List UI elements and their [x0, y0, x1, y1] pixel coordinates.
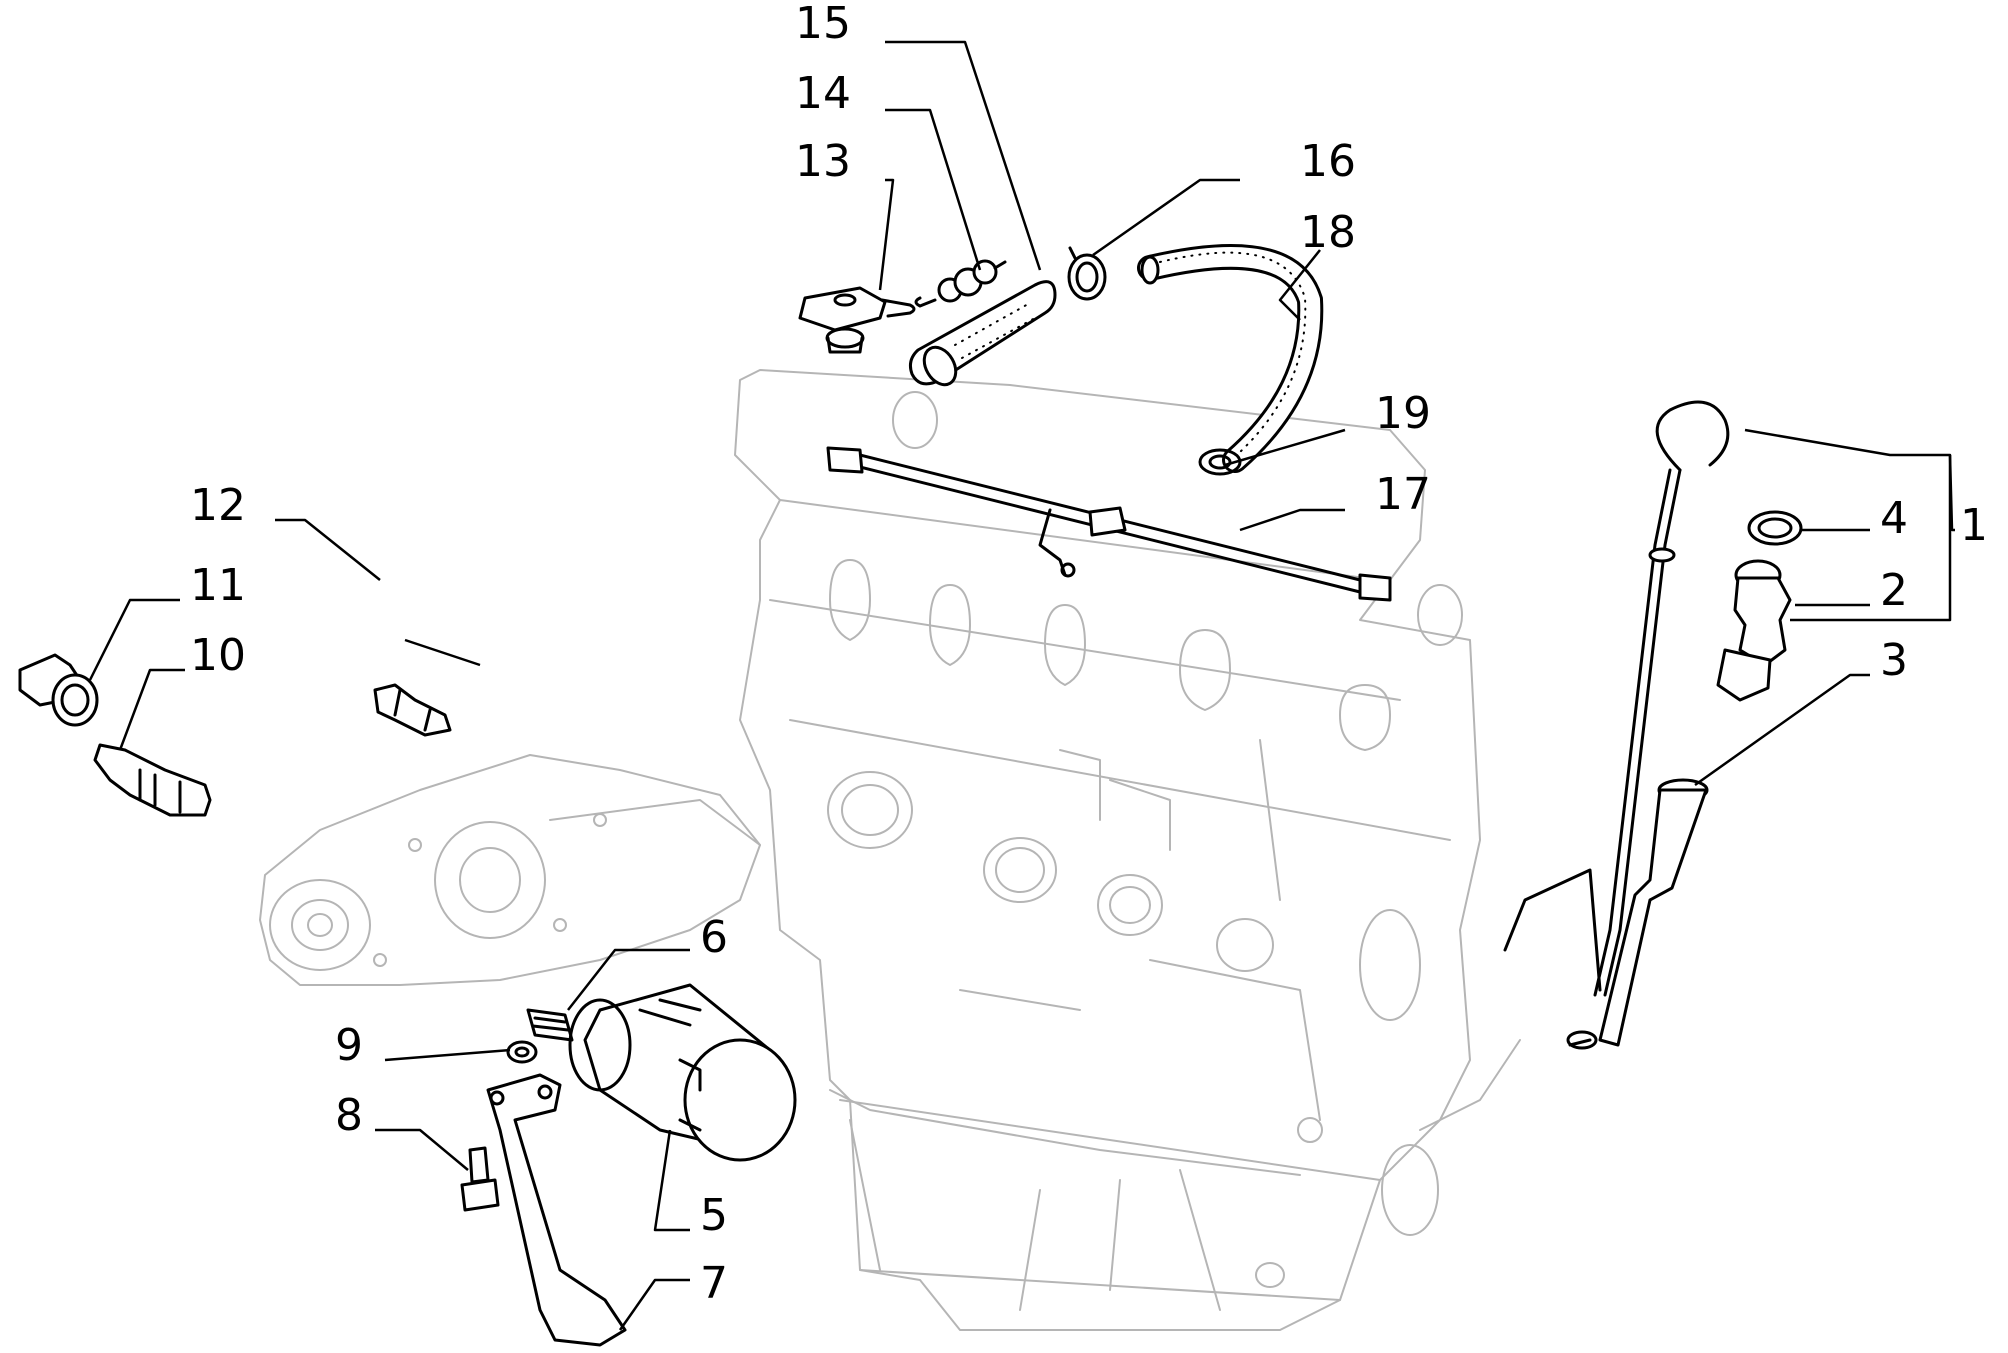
callout-17: 17 — [1375, 469, 1431, 520]
callout-19: 19 — [1375, 388, 1431, 439]
drain-plug — [373, 638, 481, 737]
callout-labels: 15 14 13 16 18 19 17 1 4 2 3 12 11 10 6 … — [190, 0, 1988, 1309]
oil-pickup-strainer — [486, 1073, 627, 1347]
dipstick-tube — [1566, 778, 1709, 1050]
oil-filter-cartridge — [568, 983, 797, 1162]
oil-pressure-sender — [18, 653, 99, 727]
callout-7: 7 — [700, 1258, 728, 1309]
filter-union — [526, 1008, 574, 1042]
callout-10: 10 — [190, 630, 246, 681]
callout-6: 6 — [700, 912, 728, 963]
callout-9: 9 — [335, 1020, 363, 1071]
callout-13: 13 — [795, 136, 851, 187]
fixing-bolt — [460, 1146, 500, 1212]
dipstick-o-ring — [1747, 510, 1803, 546]
breather-hose-curved — [1137, 243, 1324, 473]
callout-14: 14 — [795, 68, 851, 119]
callout-15: 15 — [795, 0, 851, 49]
callout-1: 1 — [1960, 500, 1988, 551]
hose-clamp-upper — [1067, 246, 1107, 301]
callout-18: 18 — [1300, 207, 1356, 258]
oil-dipstick — [1503, 400, 1730, 997]
callout-4: 4 — [1880, 493, 1908, 544]
oil-filler-cap — [798, 286, 916, 354]
callout-5: 5 — [700, 1190, 728, 1241]
callout-12: 12 — [190, 480, 246, 531]
breather-hose-short — [909, 280, 1057, 387]
oil-pressure-switch — [93, 743, 212, 817]
callout-8: 8 — [335, 1090, 363, 1141]
callout-3: 3 — [1880, 635, 1908, 686]
breather-valve — [914, 259, 1007, 308]
sealing-washer — [506, 1040, 538, 1064]
callout-2: 2 — [1880, 565, 1908, 616]
callout-16: 16 — [1300, 136, 1356, 187]
hose-clamp-lower — [1198, 448, 1242, 476]
engine-block-outline — [734, 369, 1521, 1331]
callout-11: 11 — [190, 560, 246, 611]
oil-delivery-pipe — [826, 446, 1392, 602]
leader-lines — [88, 40, 1955, 1331]
oil-pump-housing-outline — [259, 754, 761, 986]
dipstick-guide-top — [1716, 559, 1792, 702]
